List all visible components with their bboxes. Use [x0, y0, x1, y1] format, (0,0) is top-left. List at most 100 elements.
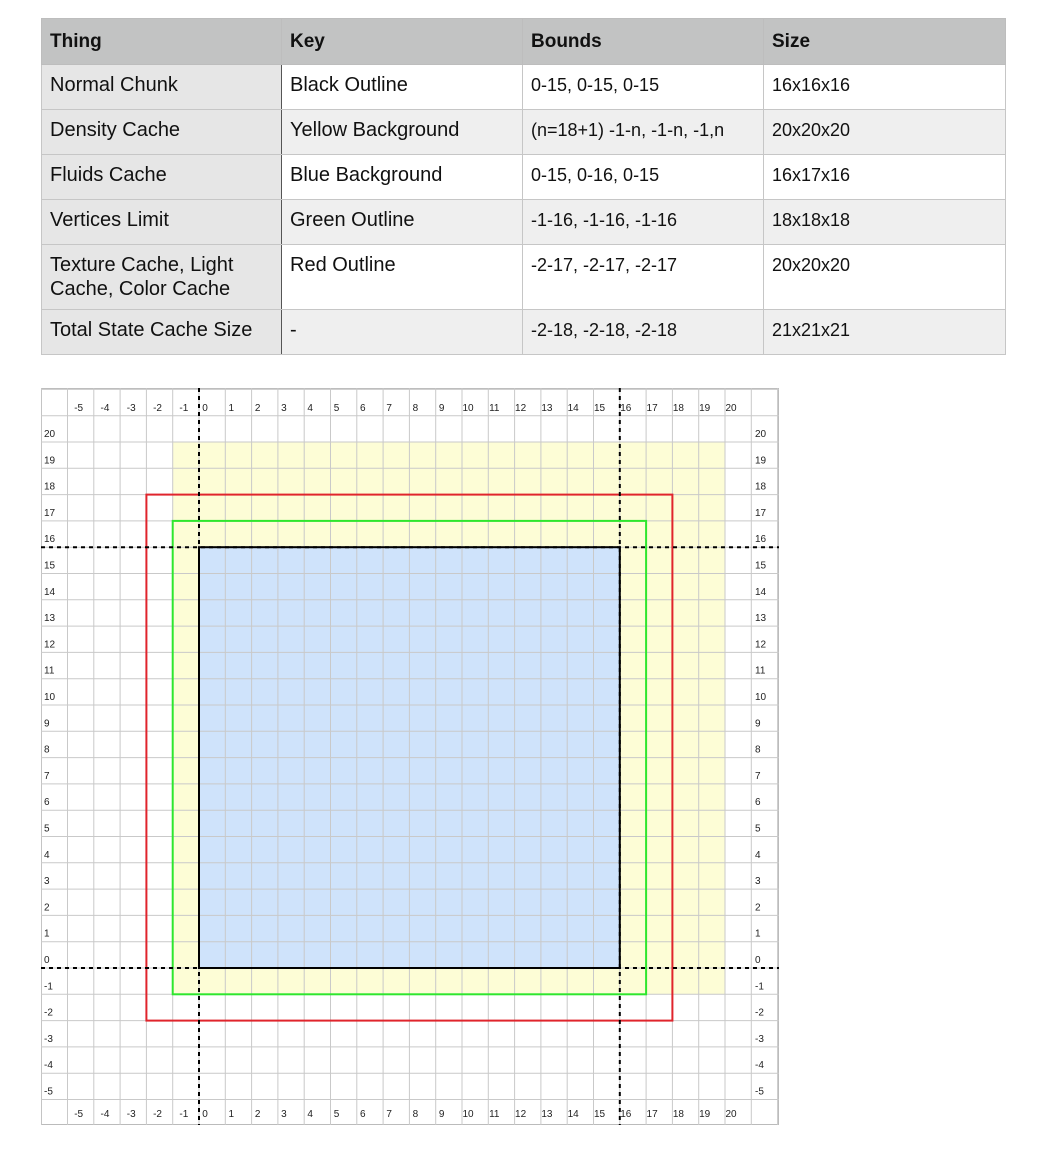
table-row: Texture Cache, Light Cache, Color Cache …: [41, 244, 1006, 310]
x-axis-label-bottom: -3: [127, 1109, 136, 1120]
cell-size: 16x16x16: [763, 64, 1006, 110]
y-axis-label-right: 19: [755, 455, 767, 466]
y-axis-label-right: 2: [755, 902, 761, 913]
y-axis-label-left: 5: [44, 824, 50, 835]
y-axis-label-left: -3: [44, 1034, 53, 1045]
y-axis-label-left: 2: [44, 902, 50, 913]
x-axis-label-bottom: 19: [699, 1109, 711, 1120]
x-axis-label-top: 19: [699, 403, 711, 414]
y-axis-label-left: 18: [44, 482, 56, 493]
y-axis-label-left: 17: [44, 508, 56, 519]
x-axis-label-bottom: -5: [74, 1109, 83, 1120]
x-axis-label-top: 14: [568, 403, 580, 414]
cell-size: 20x20x20: [763, 244, 1006, 310]
cell-thing: Fluids Cache: [41, 154, 282, 200]
x-axis-label-bottom: 16: [620, 1109, 632, 1120]
y-axis-label-right: 6: [755, 797, 761, 808]
x-axis-label-bottom: 20: [725, 1109, 737, 1120]
x-axis-label-top: 10: [462, 403, 474, 414]
x-axis-label-bottom: 11: [489, 1109, 500, 1120]
cell-bounds: (n=18+1) -1-n, -1-n, -1,n: [522, 109, 764, 155]
cell-thing: Vertices Limit: [41, 199, 282, 245]
y-axis-label-left: 10: [44, 692, 56, 703]
cell-bounds: 0-15, 0-16, 0-15: [522, 154, 764, 200]
y-axis-label-right: -5: [755, 1087, 764, 1098]
x-axis-label-bottom: 0: [202, 1109, 208, 1120]
cell-size: 18x18x18: [763, 199, 1006, 245]
y-axis-label-right: 20: [755, 429, 767, 440]
y-axis-label-left: 1: [44, 929, 50, 940]
y-axis-label-right: 18: [755, 482, 767, 493]
y-axis-label-right: 11: [755, 666, 766, 677]
y-axis-label-left: -2: [44, 1008, 53, 1019]
x-axis-label-bottom: 1: [229, 1109, 235, 1120]
x-axis-label-bottom: 4: [307, 1109, 313, 1120]
legend-table: Thing Key Bounds Size Normal Chunk Black…: [41, 18, 1006, 355]
x-axis-label-top: 6: [360, 403, 366, 414]
x-axis-label-top: 18: [673, 403, 685, 414]
x-axis-label-bottom: -4: [100, 1109, 109, 1120]
cell-thing: Density Cache: [41, 109, 282, 155]
cell-thing: Texture Cache, Light Cache, Color Cache: [41, 244, 282, 310]
x-axis-label-bottom: -1: [179, 1109, 188, 1120]
y-axis-label-right: 8: [755, 745, 761, 756]
y-axis-label-left: 12: [44, 639, 56, 650]
cell-bounds: -1-16, -1-16, -1-16: [522, 199, 764, 245]
y-axis-label-left: 6: [44, 797, 50, 808]
y-axis-label-right: 9: [755, 718, 761, 729]
cell-size: 20x20x20: [763, 109, 1006, 155]
x-axis-label-bottom: 2: [255, 1109, 261, 1120]
table-row: Fluids Cache Blue Background 0-15, 0-16,…: [41, 154, 1006, 200]
y-axis-label-right: 0: [755, 955, 761, 966]
y-axis-label-right: -2: [755, 1008, 764, 1019]
x-axis-label-bottom: 17: [647, 1109, 659, 1120]
x-axis-label-bottom: 9: [439, 1109, 445, 1120]
y-axis-label-left: 9: [44, 718, 50, 729]
cell-key: Green Outline: [281, 199, 523, 245]
y-axis-label-right: 16: [755, 534, 767, 545]
vertices-limit-outline: [171, 519, 648, 996]
y-axis-label-left: 11: [44, 666, 55, 677]
x-axis-label-bottom: 5: [334, 1109, 340, 1120]
y-axis-label-left: 14: [44, 587, 56, 598]
y-axis-label-right: 14: [755, 587, 767, 598]
x-axis-label-bottom: 12: [515, 1109, 527, 1120]
x-axis-label-top: 2: [255, 403, 261, 414]
x-axis-label-top: -5: [74, 403, 83, 414]
y-axis-label-left: 0: [44, 955, 50, 966]
cell-size: 16x17x16: [763, 154, 1006, 200]
y-axis-label-left: -4: [44, 1060, 53, 1071]
header-key: Key: [281, 18, 523, 65]
y-axis-label-left: -5: [44, 1087, 53, 1098]
texture-cache-outline: [145, 493, 674, 1022]
x-axis-label-bottom: 8: [413, 1109, 419, 1120]
y-axis-label-right: 12: [755, 639, 767, 650]
x-axis-label-bottom: 7: [386, 1109, 392, 1120]
y-axis-label-right: 15: [755, 561, 767, 572]
x-axis-label-bottom: 10: [462, 1109, 474, 1120]
x-axis-label-top: 3: [281, 403, 287, 414]
header-thing: Thing: [41, 18, 282, 65]
y-axis-label-right: -3: [755, 1034, 764, 1045]
cell-bounds: 0-15, 0-15, 0-15: [522, 64, 764, 110]
x-axis-label-bottom: -2: [153, 1109, 162, 1120]
y-axis-label-right: 3: [755, 876, 761, 887]
header-bounds: Bounds: [522, 18, 764, 65]
table-row: Normal Chunk Black Outline 0-15, 0-15, 0…: [41, 64, 1006, 110]
chunk-cache-diagram: -5-5-4-4-3-3-2-2-1-100112233445566778899…: [41, 388, 779, 1125]
y-axis-label-left: 16: [44, 534, 56, 545]
x-axis-label-top: 1: [229, 403, 235, 414]
cell-thing: Normal Chunk: [41, 64, 282, 110]
y-axis-label-right: 17: [755, 508, 767, 519]
y-axis-label-left: 3: [44, 876, 50, 887]
cell-key: -: [281, 309, 523, 355]
cell-thing: Total State Cache Size: [41, 309, 282, 355]
x-axis-label-top: 7: [386, 403, 392, 414]
x-axis-label-top: 4: [307, 403, 313, 414]
x-axis-label-top: 11: [489, 403, 500, 414]
y-axis-label-right: 4: [755, 850, 761, 861]
y-axis-label-right: -1: [755, 981, 764, 992]
y-axis-label-right: 1: [755, 929, 761, 940]
x-axis-label-top: 5: [334, 403, 340, 414]
table-header-row: Thing Key Bounds Size: [41, 18, 1006, 65]
